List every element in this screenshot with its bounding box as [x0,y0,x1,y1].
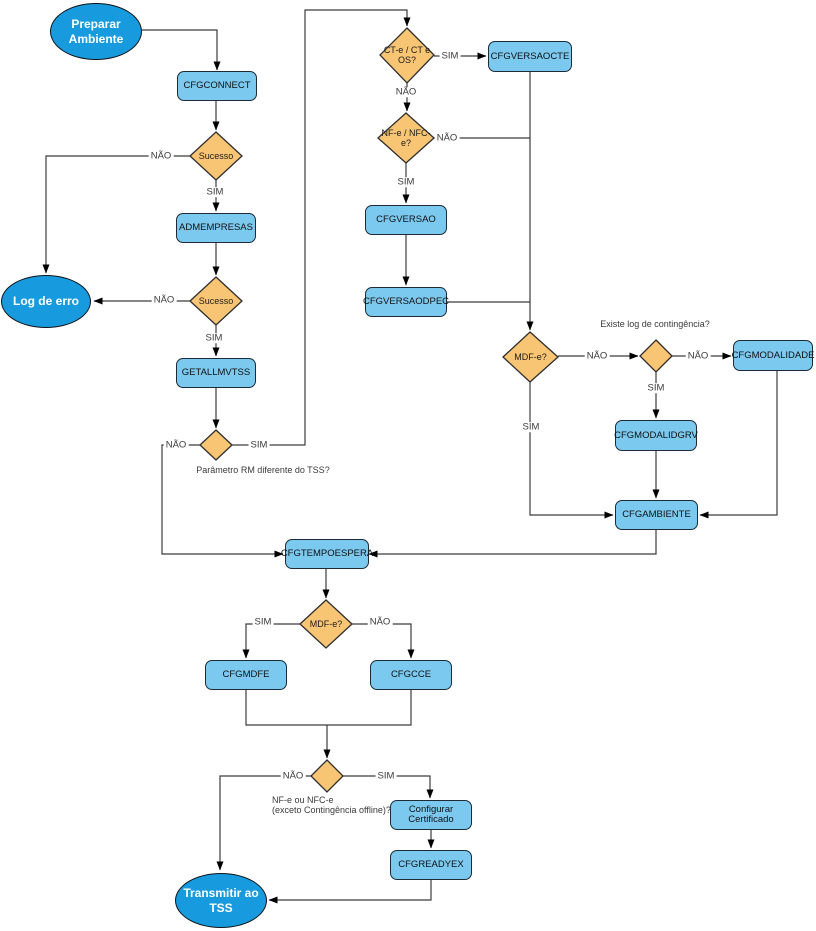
decision-nfe-offline[interactable] [310,759,344,793]
edge-cfgambiente-cfgtempoespera [368,530,657,558]
edge-cfgmodalidade-cfgambiente [699,371,778,519]
branch-label-nao: NÃO [151,294,177,306]
node-log-de-erro[interactable]: Log de erro [1,275,91,328]
edge-nfediamond-sim-configcert [343,775,434,799]
branch-label-sim: SIM [375,770,397,782]
edge-mdfe2-nao-cfgcce [352,623,415,659]
node-cfgmodalidade[interactable]: CFGMODALIDADE [732,340,814,371]
branch-label-sim: SIM [395,176,417,188]
node-cfgmdfe[interactable]: CFGMDFE [205,660,287,690]
branch-label-nao: NÃO [584,350,610,362]
node-cfgversao[interactable]: CFGVERSAO [365,205,447,235]
edge-nfediamond-nao-transmitir [216,775,311,871]
node-cfgversaodpec[interactable]: CFGVERSAODPEC [363,287,449,317]
annotation-param-rm: Parâmetro RM diferente do TSS? [196,464,330,475]
annotation-existe-log: Existe log de contingência? [600,318,710,329]
edge-sucesso1-nao-logerro [42,155,190,274]
decision-nfenfce[interactable] [377,112,435,164]
node-cfgcce[interactable]: CFGCCE [370,660,452,690]
edge-cfgreadyex-transmitir [268,880,432,904]
node-transmitir-ao-tss[interactable]: Transmitir ao TSS [175,873,267,928]
edge-paramrm-sim-ctecteos [232,9,411,446]
branch-label-nao: NÃO [367,616,393,628]
branch-label-sim: SIM [520,421,542,433]
node-cfgtempoespera[interactable]: CFGTEMPOESPERA [281,539,373,569]
annotation-nfe-offline-line1: NF-e ou NFC-e [272,795,334,805]
annotation-nfe-offline: NF-e ou NFC-e (exceto Contingência offli… [272,795,391,816]
decision-sucesso1[interactable] [189,131,243,181]
branch-label-nao: NÃO [280,770,306,782]
decision-existelog[interactable] [639,339,673,373]
node-cfgversaocte[interactable]: CFGVERSAOCTE [488,41,572,72]
edge-mdfe1-sim-cfgambiente [529,382,614,519]
branch-label-nao: NÃO [148,150,174,162]
branch-label-sim: SIM [645,382,667,394]
branch-label-nao: NÃO [685,350,711,362]
node-configurar-certificado[interactable]: Configurar Certificado [390,800,472,830]
decision-ctecteos[interactable] [379,27,435,84]
decision-sucesso2[interactable] [189,276,243,326]
branch-label-sim: SIM [203,332,225,344]
edge-preparar-cfgconnect [142,29,221,71]
annotation-nfe-offline-line2: (exceto Contingência offline)? [272,805,391,816]
branch-label-sim: SIM [204,186,226,198]
branch-label-nao: NÃO [434,132,460,144]
node-preparar-ambiente[interactable]: Preparar Ambiente [50,3,142,60]
branch-label-nao: NÃO [393,86,419,98]
decision-mdfe2[interactable] [299,599,353,649]
node-cfgconnect[interactable]: CFGCONNECT [177,71,257,101]
node-cfgmodalidgrv[interactable]: CFGMODALIDGRV [614,420,698,451]
branch-label-nao: NÃO [163,439,189,451]
node-getallmvtss[interactable]: GETALLMVTSS [176,358,256,388]
node-cfgambiente[interactable]: CFGAMBIENTE [615,500,698,530]
edge-cfgmdfe-merge [245,690,327,726]
decision-paramrm[interactable] [199,429,233,461]
branch-label-sim: SIM [439,50,461,62]
node-admempresas[interactable]: ADMEMPRESAS [176,213,256,243]
edge-cfgcce-merge [327,690,412,726]
node-cfgreadyex[interactable]: CFGREADYEX [390,850,472,880]
branch-label-sim: SIM [248,439,270,451]
decision-mdfe1[interactable] [502,331,559,383]
edge-mdfe2-sim-cfgmdfe [242,623,300,659]
branch-label-sim: SIM [252,616,274,628]
edge-paramrm-nao-cfgtempoespera [161,444,284,558]
